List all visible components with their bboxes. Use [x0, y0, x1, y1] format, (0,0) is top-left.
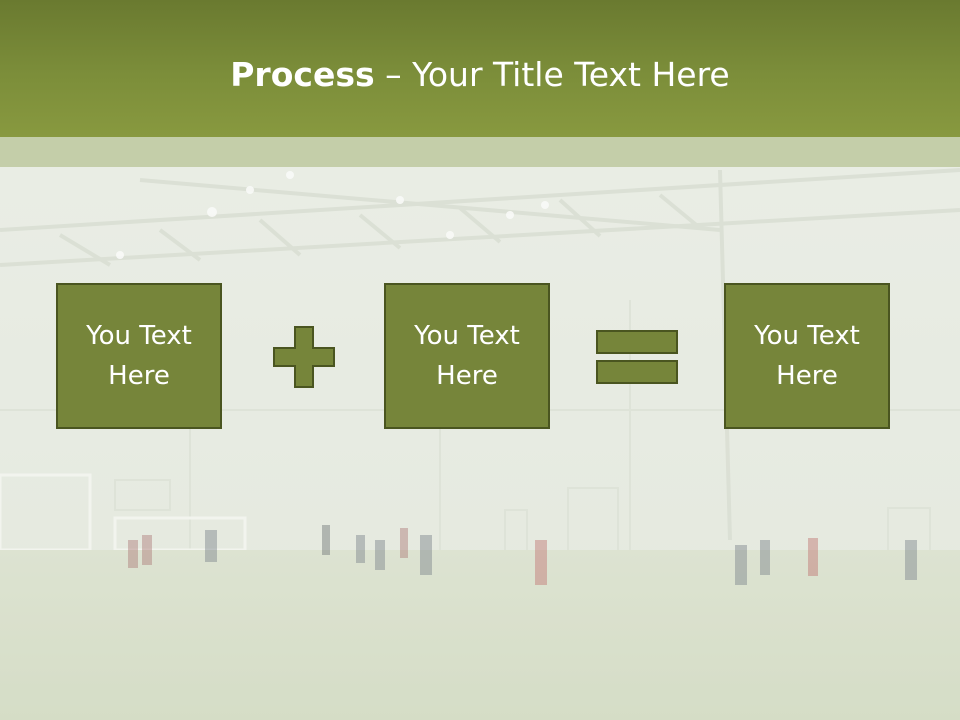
process-box-2[interactable]: You Text Here [384, 283, 550, 429]
process-box-1[interactable]: You Text Here [56, 283, 222, 429]
title-rest-part: – Your Title Text Here [374, 55, 730, 94]
equals-icon [596, 330, 678, 384]
title-bar-band [0, 137, 960, 167]
title-bold-part: Process [230, 55, 375, 94]
process-box-1-label: You Text Here [86, 321, 192, 391]
process-box-3[interactable]: You Text Here [724, 283, 890, 429]
plus-icon [273, 326, 335, 388]
process-box-2-label: You Text Here [414, 321, 520, 391]
slide-title[interactable]: Process – Your Title Text Here [0, 52, 960, 98]
title-bar [0, 0, 960, 137]
process-box-3-label: You Text Here [754, 321, 860, 391]
